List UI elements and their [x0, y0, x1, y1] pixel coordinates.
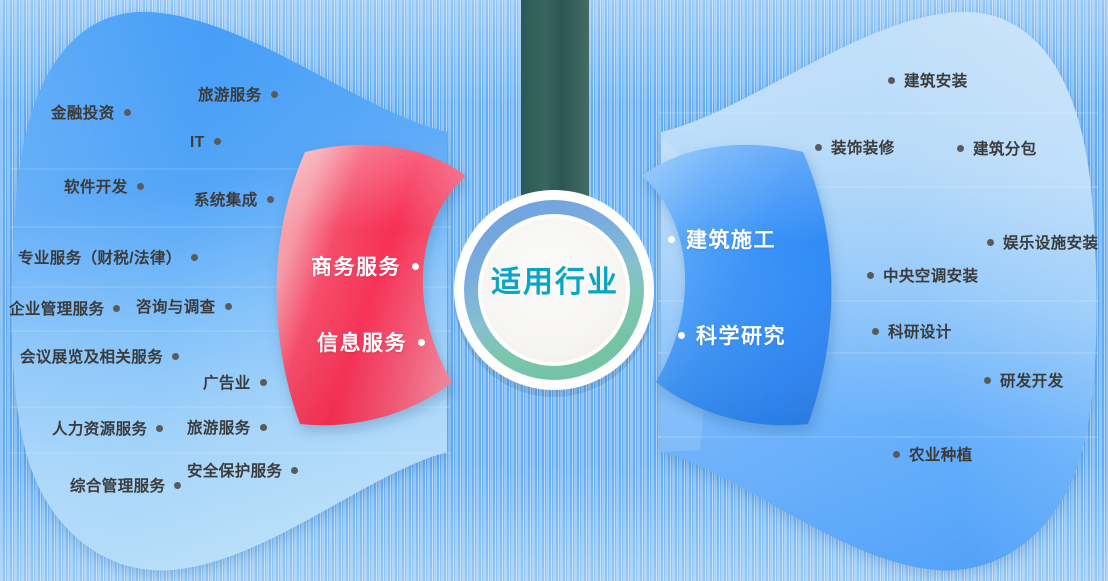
blue-inner-segment: [642, 144, 832, 426]
center-circle: [454, 190, 654, 397]
red-inner-segment: [276, 144, 466, 426]
